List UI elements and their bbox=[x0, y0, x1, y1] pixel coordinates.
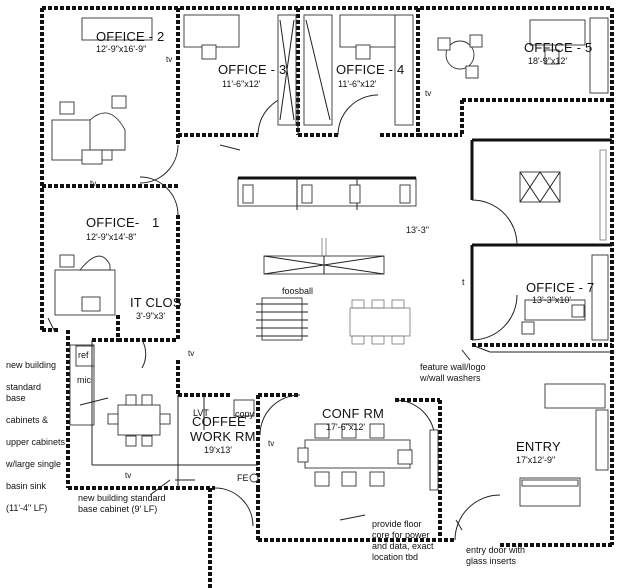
coffee-name-line2: WORK RM bbox=[190, 429, 256, 444]
tv-marker-office2-bottom: tv bbox=[90, 179, 97, 188]
office3-4-furniture bbox=[183, 14, 414, 126]
cabinets-note-line6: basin sink bbox=[6, 481, 47, 491]
leader-lines bbox=[47, 317, 471, 531]
tv-marker-itclos: tv bbox=[188, 349, 195, 358]
office1-name: OFFICE- bbox=[86, 215, 140, 230]
itclos-name: IT CLOS bbox=[130, 295, 182, 310]
feature-wall-note: feature wall/logo w/wall washers bbox=[420, 362, 486, 383]
foosball-label: foosball bbox=[282, 286, 314, 296]
entry-door-note: entry door with glass inserts bbox=[466, 545, 526, 566]
cabinets-note-bottom: new building standard base cabinet (9' L… bbox=[78, 493, 166, 514]
office2-dims: 12'-9"x16'-9" bbox=[96, 44, 147, 54]
office3-dims: 11'-6"x12' bbox=[222, 79, 261, 89]
cabinets-note-line2: standard bbox=[6, 382, 42, 392]
office5-furniture bbox=[437, 17, 609, 94]
tv-marker-office5: tv bbox=[425, 89, 432, 98]
dim-fragment: 13'-3" bbox=[406, 225, 429, 235]
fe-label: FE bbox=[237, 473, 249, 483]
office7-dims: 13'-3"x10' bbox=[532, 295, 572, 305]
lounge-table bbox=[349, 299, 411, 345]
tv-marker-coffee: tv bbox=[125, 471, 132, 480]
office3-name: OFFICE - 3 bbox=[218, 62, 287, 77]
office4-dims: 11'-6"x12' bbox=[338, 79, 377, 89]
entry-furniture bbox=[519, 383, 609, 507]
door-swings bbox=[139, 94, 518, 541]
office1-number: 1 bbox=[152, 215, 160, 230]
office7-name: OFFICE - 7 bbox=[526, 280, 595, 295]
office5-dims: 18'-9"x12' bbox=[528, 56, 568, 66]
cabinets-note-left: new building standard base cabinets & up… bbox=[6, 349, 65, 514]
entry-name: ENTRY bbox=[516, 439, 561, 454]
ref-label: ref bbox=[78, 350, 89, 360]
office5-name: OFFICE - 5 bbox=[524, 40, 593, 55]
storage-crates bbox=[519, 149, 607, 241]
office2-furniture bbox=[51, 17, 153, 165]
entry-dims: 17'x12'-9" bbox=[516, 455, 556, 465]
coffee-room-fixtures bbox=[69, 340, 259, 488]
office1-dims: 12'-9"x14'-8" bbox=[86, 232, 137, 242]
conf-name: CONF RM bbox=[322, 406, 385, 421]
cabinets-note-line4: upper cabinets bbox=[6, 437, 66, 447]
cabinets-note-line5: w/large single bbox=[6, 459, 62, 469]
copy-label: copy bbox=[235, 409, 255, 419]
tv-marker-office2: tv bbox=[166, 55, 173, 64]
foosball-table bbox=[256, 297, 308, 341]
itclos-dims: 3'-9"x3' bbox=[136, 311, 166, 321]
office2-name: OFFICE - 2 bbox=[96, 29, 165, 44]
workstations bbox=[237, 176, 417, 275]
office1-furniture bbox=[54, 254, 116, 316]
mic-label: mic bbox=[77, 375, 91, 385]
coffee-name-line1: COFFEE bbox=[192, 414, 246, 429]
floor-core-note: provide floor core for power and data, e… bbox=[372, 519, 434, 562]
cabinets-note-line7: (11'-4" LF) bbox=[6, 503, 48, 513]
office4-name: OFFICE - 4 bbox=[336, 62, 405, 77]
cabinets-note-line1: new building bbox=[6, 360, 57, 370]
exterior-walls bbox=[40, 6, 614, 588]
tv-marker-conf: tv bbox=[268, 439, 275, 448]
office7-furniture bbox=[471, 254, 612, 353]
lvt-label: LVT bbox=[193, 408, 209, 418]
cabinets-note-line2b: base bbox=[6, 393, 26, 403]
conf-dims: 17'-6"x12' bbox=[326, 422, 366, 432]
cabinets-note-line3: cabinets & bbox=[6, 415, 49, 425]
conference-table bbox=[297, 423, 439, 491]
coffee-dims: 19'x13' bbox=[204, 445, 232, 455]
t-mark: t bbox=[462, 277, 465, 287]
